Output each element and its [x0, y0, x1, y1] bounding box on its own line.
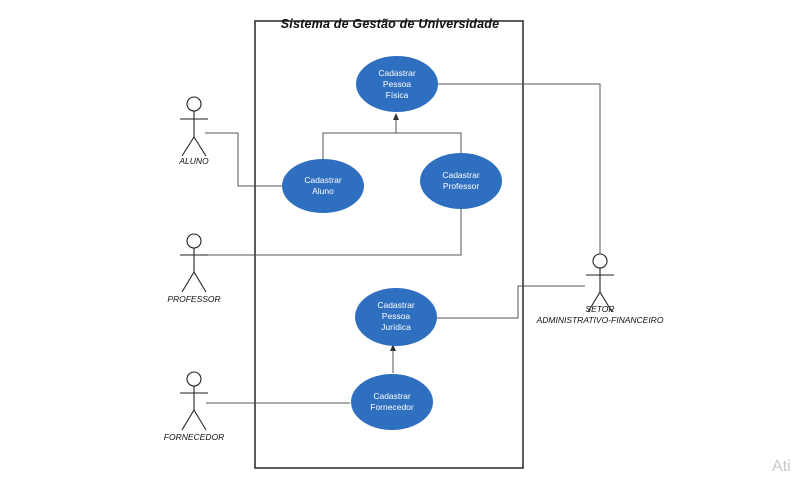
actor-label-professor: PROFESSOR	[167, 294, 221, 304]
usecase-cadastrar-professor[interactable]	[420, 153, 502, 209]
connector-professor	[205, 206, 462, 256]
connector-setor-pf	[437, 83, 601, 254]
arrowhead-pj	[390, 344, 396, 351]
usecase-label-fornecedor: Cadastrar Fornecedor	[370, 391, 414, 412]
actor-label-aluno: ALUNO	[179, 156, 209, 166]
usecase-label-professor: Cadastrar Professor	[442, 170, 480, 191]
usecase-cadastrar-pessoa-fisica[interactable]	[356, 56, 438, 112]
generalization-aluno	[322, 118, 397, 159]
usecase-label-aluno: Cadastrar Aluno	[304, 175, 342, 196]
actor-setor-figure[interactable]	[586, 253, 614, 313]
connector-aluno	[205, 132, 282, 187]
usecase-cadastrar-aluno[interactable]	[282, 159, 364, 213]
actor-fornecedor-figure[interactable]	[180, 371, 208, 431]
actor-label-setor-line1: SETOR	[585, 304, 615, 314]
generalization-professor	[396, 132, 462, 156]
system-boundary	[254, 20, 524, 469]
usecase-label-pessoa-juridica: Cadastrar Pessoa Jurídica	[377, 300, 415, 332]
arrowhead-pf	[393, 113, 399, 120]
usecase-cadastrar-pessoa-juridica[interactable]	[355, 288, 437, 346]
usecase-cadastrar-fornecedor[interactable]	[351, 374, 433, 430]
usecase-label-pessoa-fisica: Cadastrar Pessoa Física	[378, 68, 416, 100]
actor-label-setor-line2: ADMINISTRATIVO-FINANCEIRO	[536, 315, 664, 325]
watermark-text: Ati	[772, 458, 791, 475]
connector-setor-pj	[437, 285, 585, 319]
actor-label-fornecedor: FORNECEDOR	[163, 432, 225, 442]
system-title: Sistema de Gestão de Universidade	[280, 17, 500, 31]
actor-aluno-figure[interactable]	[180, 96, 208, 157]
actor-professor-figure[interactable]	[180, 233, 208, 293]
